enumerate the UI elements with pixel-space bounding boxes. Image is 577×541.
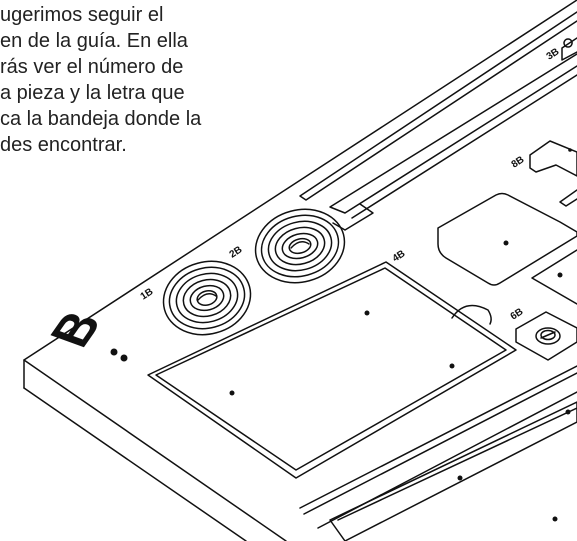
compartment-3b bbox=[561, 37, 577, 61]
instruction-line: a pieza y la letra que bbox=[0, 82, 185, 104]
long-slots bbox=[299, 11, 577, 231]
logo-letter: B bbox=[38, 304, 113, 353]
instruction-line: en de la guía. En ella bbox=[0, 30, 188, 52]
label-8b: 8B bbox=[510, 154, 527, 170]
label-4b: 4B bbox=[391, 248, 408, 264]
compartment-middle bbox=[437, 192, 577, 305]
tray-body bbox=[23, 0, 577, 541]
instruction-line: rás ver el número de bbox=[0, 56, 184, 78]
label-3b: 3B bbox=[545, 46, 562, 62]
instructions-text: ugerimos seguir el en de la guía. En ell… bbox=[0, 2, 290, 158]
spiral-1b bbox=[162, 260, 252, 336]
label-6b: 6B bbox=[509, 306, 526, 322]
compartment-6b bbox=[515, 311, 577, 361]
instruction-line: ca la bandeja donde la bbox=[0, 108, 202, 130]
label-1b: 1B bbox=[139, 286, 156, 302]
instruction-line: des encontrar. bbox=[0, 134, 127, 156]
label-2b: 2B bbox=[228, 244, 245, 260]
brand-logo: B bbox=[38, 304, 128, 362]
spiral-2b bbox=[254, 208, 346, 284]
compartment-lower bbox=[299, 365, 577, 541]
compartment-4b bbox=[147, 261, 517, 479]
compartment-8b bbox=[529, 140, 577, 177]
instruction-line: ugerimos seguir el bbox=[0, 4, 164, 26]
